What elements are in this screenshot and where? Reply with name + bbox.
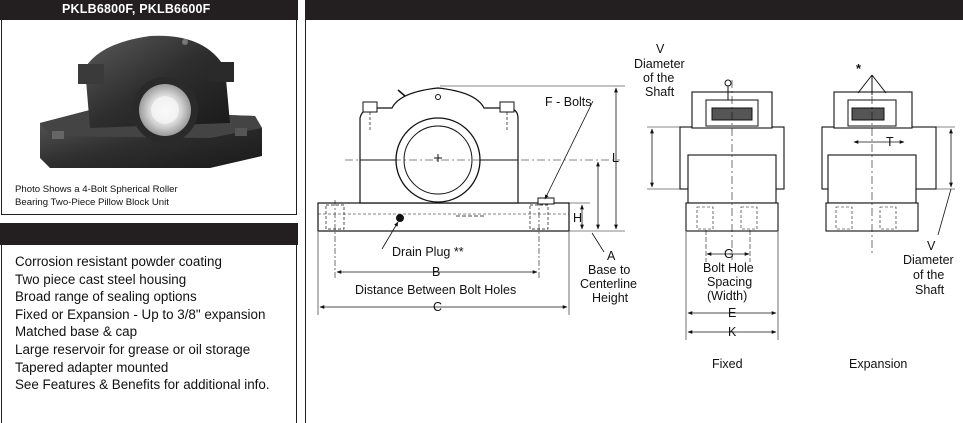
g-letter: G — [724, 247, 734, 261]
v-line3-fixed: Shaft — [645, 85, 675, 99]
feature-item: Large reservoir for grease or oil storag… — [15, 341, 251, 357]
feature-item: Matched base & cap — [15, 324, 138, 340]
drawing-header-bar — [305, 0, 963, 20]
feature-item: Two piece cast steel housing — [15, 271, 187, 287]
fixed-dimensions — [650, 128, 777, 334]
feature-item: Tapered adapter mounted — [15, 359, 169, 375]
g-line1: Bolt Hole — [703, 261, 754, 275]
a-line2: Centerline — [580, 277, 637, 291]
drawing-panel — [305, 20, 963, 423]
bolts-label: F - Bolts — [545, 95, 592, 109]
product-title: PKLB6800F, PKLB6600F — [62, 2, 211, 16]
b-description: Distance Between Bolt Holes — [355, 283, 516, 297]
v-line2-expansion: of the — [913, 268, 944, 282]
photo-caption-line2: Bearing Two-Piece Pillow Block Unit — [15, 197, 169, 208]
v-line3-expansion: Shaft — [915, 283, 945, 297]
features-list: Corrosion resistant powder coating Two p… — [15, 253, 270, 394]
a-letter: A — [607, 249, 616, 263]
features-header-bar — [0, 223, 298, 245]
v-letter-expansion: V — [927, 239, 936, 253]
b-letter: B — [432, 265, 440, 279]
photo-caption-line1: Photo Shows a 4-Bolt Spherical Roller — [15, 184, 178, 195]
g-line3: (Width) — [707, 289, 747, 303]
features-panel — [1, 245, 297, 423]
expansion-side-view — [821, 74, 955, 255]
v-letter-fixed: V — [656, 42, 665, 56]
expansion-label: Expansion — [849, 357, 907, 371]
asterisk-mark: * — [856, 61, 862, 76]
fixed-side-view — [647, 79, 785, 340]
fixed-label: Fixed — [712, 357, 743, 371]
v-line1-fixed: Diameter — [634, 57, 685, 71]
feature-item: Corrosion resistant powder coating — [15, 254, 222, 269]
a-line3: Height — [592, 291, 629, 305]
l-letter: L — [612, 151, 619, 165]
v-line2-fixed: of the — [643, 71, 674, 85]
a-line1: Base to — [588, 263, 630, 277]
pillow-block-photo — [40, 35, 262, 168]
front-dimensions — [319, 87, 618, 309]
c-letter: C — [433, 300, 442, 314]
k-letter: K — [728, 325, 737, 339]
h-letter: H — [573, 211, 582, 225]
drain-plug-label: Drain Plug ** — [392, 245, 464, 259]
photo-caption: Photo Shows a 4-Bolt Spherical Roller Be… — [15, 183, 178, 209]
g-line2: Spacing — [707, 275, 752, 289]
product-photo-panel — [1, 20, 297, 215]
feature-item: Fixed or Expansion - Up to 3/8" expansio… — [15, 306, 266, 322]
product-header-bar — [0, 0, 298, 20]
t-letter: T — [886, 135, 894, 149]
feature-item: Broad range of sealing options — [15, 289, 197, 305]
v-line1-expansion: Diameter — [903, 253, 954, 267]
e-letter: E — [728, 306, 736, 320]
front-view — [317, 85, 625, 315]
expansion-dimensions — [853, 128, 953, 236]
feature-item: See Features & Benefits for additional i… — [15, 377, 270, 393]
